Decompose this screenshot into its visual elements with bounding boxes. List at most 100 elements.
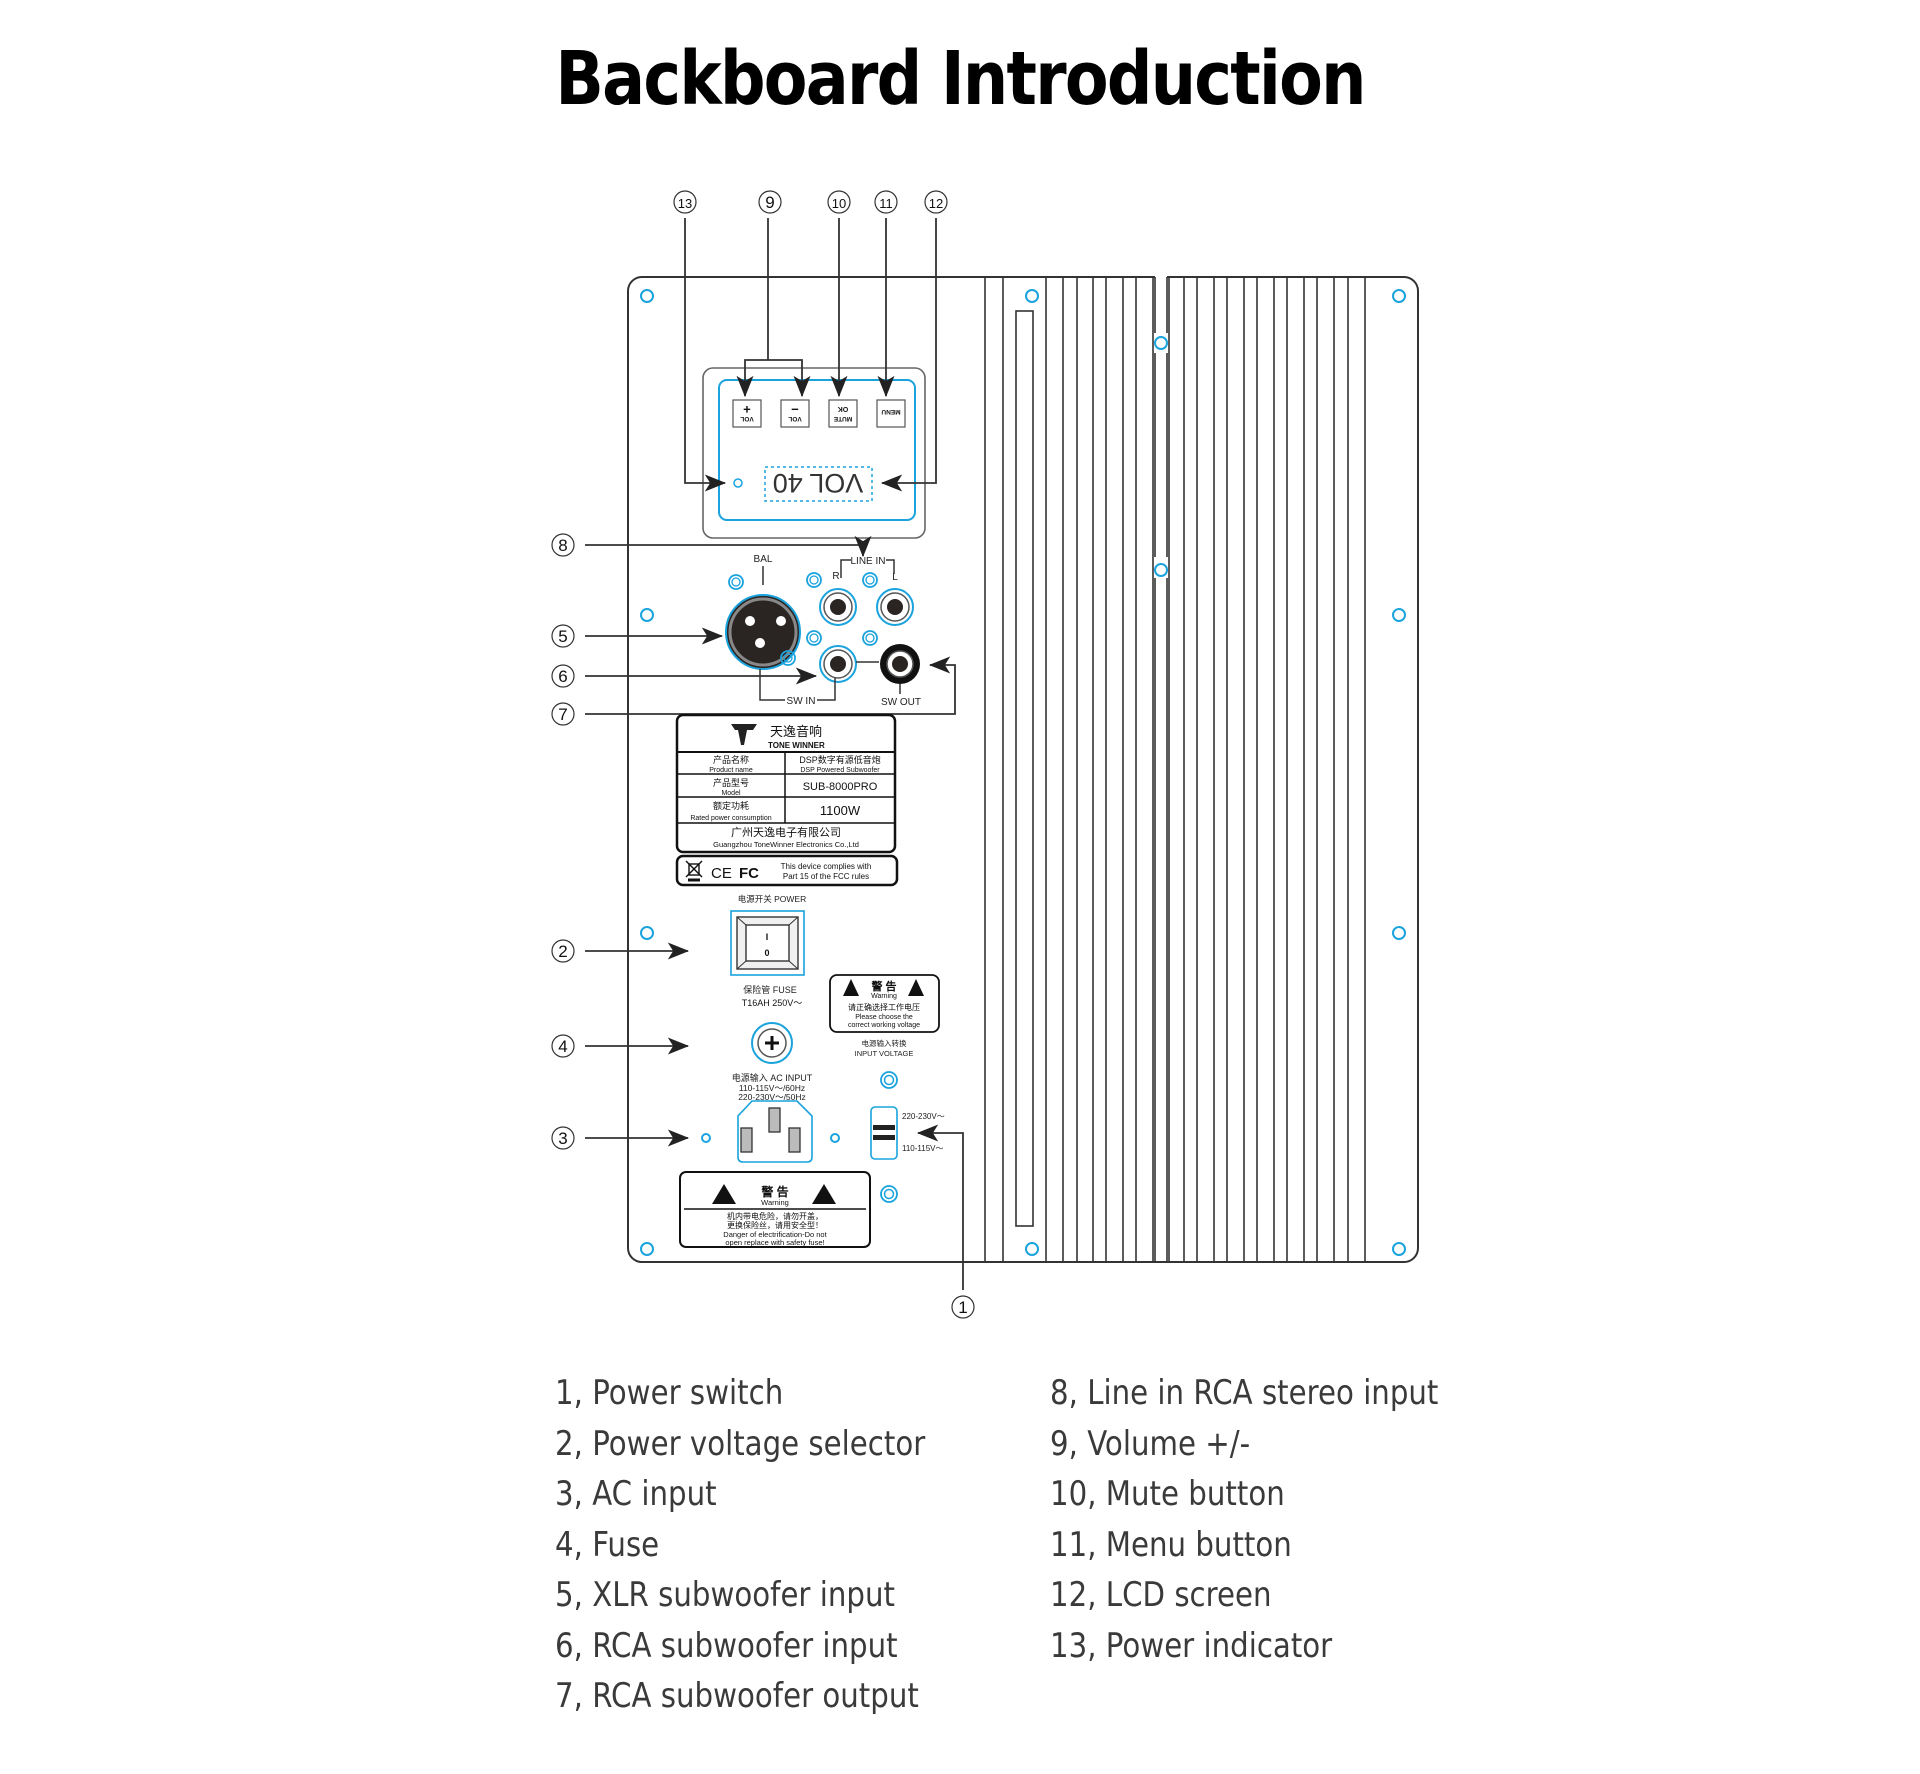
danger-title-cn: 警 告 xyxy=(760,1184,788,1199)
page-title: Backboard Introduction xyxy=(555,36,1366,122)
line-in-label: LINE IN xyxy=(850,556,885,567)
svg-text:2: 2 xyxy=(558,942,567,961)
input-voltage-label-cn: 电源输入转换 xyxy=(862,1038,907,1048)
voltage-warning-label: 警 告 Warning 请正确选择工作电压 Please choose the … xyxy=(829,974,940,1203)
legend-item: 13, Power indicator xyxy=(1050,1625,1333,1666)
product-name-en: Product name xyxy=(709,767,753,774)
legend-item: 9, Volume +/- xyxy=(1050,1423,1251,1464)
mounting-hole xyxy=(1025,1242,1039,1256)
model-key-cn: 产品型号 xyxy=(713,777,749,788)
button-symbol: + xyxy=(743,402,751,417)
rca-sw-in[interactable] xyxy=(819,645,857,683)
product-name-value-cn: DSP数字有源低音炮 xyxy=(799,754,881,765)
voltage-warning-text-en1: Please choose the xyxy=(855,1014,913,1021)
mounting-hole xyxy=(640,1242,654,1256)
callout-4: 4 xyxy=(551,1034,575,1058)
mounting-hole xyxy=(1392,608,1406,622)
svg-text:4: 4 xyxy=(558,1037,567,1056)
callout-5: 5 xyxy=(551,624,575,648)
control-panel xyxy=(702,367,926,539)
product-name-value-en: DSP Powered Subwoofer xyxy=(800,767,880,774)
connectors-area: BAL LINE IN R L SW IN SW OUT xyxy=(725,554,921,708)
ac-input-line1: 110-115V～/60Hz xyxy=(739,1083,805,1093)
svg-text:3: 3 xyxy=(558,1129,567,1148)
power-key-cn: 额定功耗 xyxy=(713,800,749,811)
callout-12: 12 xyxy=(924,190,948,214)
mounting-hole xyxy=(1392,289,1406,303)
svg-text:1: 1 xyxy=(958,1298,967,1317)
power-key-en: Rated power consumption xyxy=(690,815,771,822)
panel-button-4[interactable]: MENU xyxy=(876,399,906,428)
callout-9: 9 xyxy=(758,190,782,214)
mounting-hole xyxy=(1154,336,1168,350)
rca-line-in-r[interactable] xyxy=(819,588,857,626)
input-voltage-label-en: INPUT VOLTAGE xyxy=(855,1049,914,1058)
fcc-mark: FC xyxy=(739,865,759,882)
button-label: VOL xyxy=(740,415,753,422)
legend-item: 1, Power switch xyxy=(555,1373,784,1413)
heatsink-center-slot xyxy=(1154,276,1168,1262)
callout-7: 7 xyxy=(551,702,575,726)
switch-on-mark: I xyxy=(766,932,769,942)
product-name-cn: 产品名称 xyxy=(713,754,749,765)
mounting-hole xyxy=(640,289,654,303)
weee-icon xyxy=(685,860,703,882)
lcd-screen: VOL 40 xyxy=(764,466,873,502)
ce-mark: CE xyxy=(711,865,732,882)
svg-text:9: 9 xyxy=(765,193,774,212)
voltage-warning-text-en2: correct working voltage xyxy=(848,1022,920,1029)
bal-label: BAL xyxy=(754,554,773,565)
button-label: VOL xyxy=(788,415,801,422)
mounting-hole xyxy=(640,608,654,622)
model-value: SUB-8000PRO xyxy=(803,781,878,793)
voltage-warning-title-cn: 警 告 xyxy=(870,979,896,993)
svg-text:10: 10 xyxy=(832,196,846,211)
screw-hole xyxy=(806,630,822,646)
legend-item: 7, RCA subwoofer output xyxy=(555,1676,919,1716)
ac-input-line2: 220-230V～/50Hz xyxy=(738,1092,806,1102)
mounting-hole xyxy=(1392,926,1406,940)
panel-button-1[interactable]: +VOL xyxy=(732,399,762,428)
power-switch-area: 电源开关 POWER I 0 保险管 FUSE T16AH 250V～ 电源输入… xyxy=(701,894,840,1163)
power-switch-label: 电源开关 POWER xyxy=(738,894,806,904)
svg-text:7: 7 xyxy=(558,705,567,724)
xlr-connector[interactable] xyxy=(725,594,801,670)
danger-text-cn2: 更换保险丝，请用安全型！ xyxy=(727,1220,823,1230)
fcc-text-1: This device complies with xyxy=(781,862,872,871)
mounting-hole xyxy=(1154,563,1168,577)
voltage-high-label: 220-230V～ xyxy=(902,1112,945,1121)
voltage-warning-text-cn: 请正确选择工作电压 xyxy=(848,1002,920,1012)
rca-sw-out[interactable] xyxy=(880,644,920,684)
brand-cn: 天逸音响 xyxy=(770,724,822,739)
callout-8: 8 xyxy=(551,533,575,557)
voltage-low-label: 110-115V～ xyxy=(902,1144,944,1153)
sw-in-label: SW IN xyxy=(787,696,816,707)
company-en: Guangzhou ToneWinner Electronics Co.,Ltd xyxy=(713,840,859,849)
legend-item: 8, Line in RCA stereo input xyxy=(1050,1373,1439,1413)
fcc-text-2: Part 15 of the FCC rules xyxy=(783,872,869,881)
r-label: R xyxy=(832,571,839,582)
callout-10: 10 xyxy=(827,190,851,214)
power-value: 1100W xyxy=(820,803,861,818)
legend-item: 10, Mute button xyxy=(1050,1474,1285,1514)
svg-text:11: 11 xyxy=(879,196,893,211)
legend-item: 5, XLR subwoofer input xyxy=(555,1575,895,1615)
panel-button-2[interactable]: −VOL xyxy=(780,399,810,428)
power-indicator-led xyxy=(733,478,743,488)
button-label: MENU xyxy=(881,408,900,415)
svg-text:6: 6 xyxy=(558,667,567,686)
svg-text:12: 12 xyxy=(929,196,943,211)
mounting-hole xyxy=(1025,289,1039,303)
danger-text-en2: open replace with safety fuse! xyxy=(725,1238,824,1247)
callout-6: 6 xyxy=(551,664,575,688)
callout-11: 11 xyxy=(874,190,898,214)
legend-item: 2, Power voltage selector xyxy=(555,1423,926,1464)
rca-line-in-l[interactable] xyxy=(876,588,914,626)
legend-item: 11, Menu button xyxy=(1050,1524,1292,1565)
switch-off-mark: 0 xyxy=(764,948,769,958)
callout-2: 2 xyxy=(551,939,575,963)
model-key-en: Model xyxy=(721,790,741,797)
legend-left-column: 1, Power switch 2, Power voltage selecto… xyxy=(555,1368,925,1722)
voltage-selector[interactable]: 220-230V～ 110-115V～ xyxy=(870,1106,945,1160)
